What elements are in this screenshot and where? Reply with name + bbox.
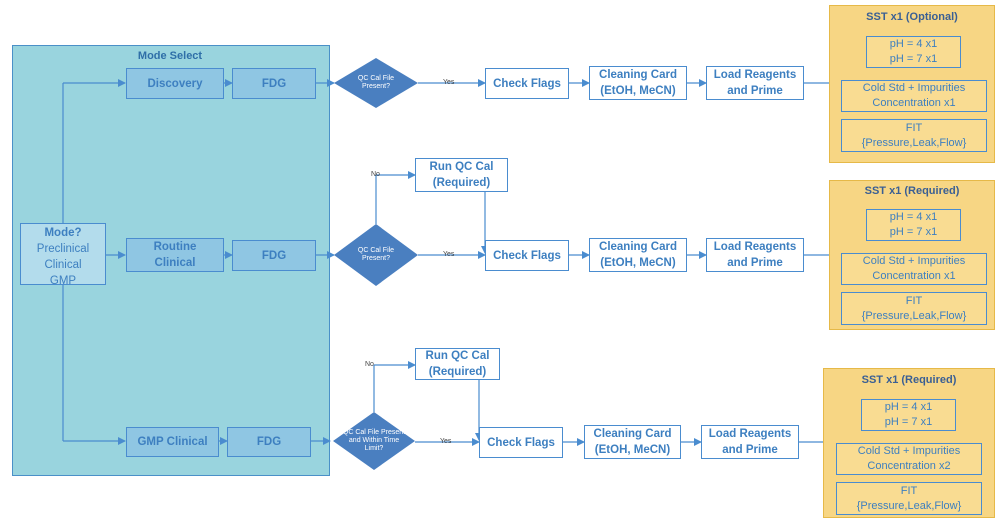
cleaning-line2: (EtOH, MeCN): [594, 444, 671, 456]
sst-title-2: SST x1 (Required): [864, 185, 960, 197]
load-reagents-box-2: Load Reagents and Prime: [706, 238, 804, 272]
sst-cold-std-box-1: Cold Std + Impurities Concentration x1: [841, 80, 987, 112]
cleaning-line2: (EtOH, MeCN): [600, 85, 676, 97]
fit-line1: FIT: [905, 294, 923, 307]
cleaning-card-box-1: Cleaning Card (EtOH, MeCN): [589, 66, 687, 100]
check-flags-box-2: Check Flags: [485, 240, 569, 271]
run-qc-cal-line1: Run QC Cal: [425, 350, 490, 362]
decision-diamond-3: [333, 412, 415, 470]
sst-fit-box-2: FIT {Pressure,Leak,Flow}: [841, 292, 987, 325]
ph-7-value: pH = 7 x1: [889, 53, 938, 65]
ph-4-value: pH = 4 x1: [889, 38, 938, 50]
run-qc-cal-box-2: Run QC Cal (Required): [415, 158, 508, 192]
run-qc-cal-line2: (Required): [428, 366, 487, 378]
cold-std-line1: Cold Std + Impurities: [862, 82, 966, 94]
ph-7-value: pH = 7 x1: [884, 416, 933, 428]
sst-title-3: SST x1 (Required): [861, 374, 957, 386]
load-line1: Load Reagents: [713, 241, 797, 253]
fit-line1: FIT: [905, 121, 923, 134]
mode-decision-box: Mode? Preclinical Clinical GMP: [20, 223, 106, 287]
check-flags-box-3: Check Flags: [479, 427, 563, 458]
edge-label-yes-2: Yes: [443, 251, 455, 258]
run-qc-cal-box-3: Run QC Cal (Required): [415, 348, 500, 380]
load-line1: Load Reagents: [708, 428, 792, 440]
check-flags-box-1: Check Flags: [485, 68, 569, 99]
cold-std-line2: Concentration x1: [872, 97, 956, 109]
cleaning-line2: (EtOH, MeCN): [600, 257, 676, 269]
mode-gmp-clinical-box: GMP Clinical: [126, 427, 219, 457]
load-line2: and Prime: [722, 444, 778, 456]
load-reagents-box-3: Load Reagents and Prime: [701, 425, 799, 459]
fdg-box-3: FDG: [227, 427, 311, 457]
edge-label-yes-1: Yes: [443, 79, 455, 86]
cleaning-line1: Cleaning Card: [593, 428, 672, 440]
cold-std-line2: Concentration x2: [867, 460, 951, 472]
load-reagents-box-1: Load Reagents and Prime: [706, 66, 804, 100]
sst-cold-std-box-2: Cold Std + Impurities Concentration x1: [841, 253, 987, 285]
ph-4-value: pH = 4 x1: [889, 211, 938, 223]
fit-line2: {Pressure,Leak,Flow}: [861, 309, 967, 322]
load-line2: and Prime: [727, 257, 783, 269]
fit-line2: {Pressure,Leak,Flow}: [856, 499, 962, 512]
sst-fit-box-3: FIT {Pressure,Leak,Flow}: [836, 482, 982, 515]
cold-std-line2: Concentration x1: [872, 270, 956, 282]
fit-line2: {Pressure,Leak,Flow}: [861, 136, 967, 149]
mode-title: Mode?: [44, 227, 82, 239]
ph-7-value: pH = 7 x1: [889, 226, 938, 238]
load-line2: and Prime: [727, 85, 783, 97]
edge-label-no-3: No: [365, 361, 374, 368]
sst-cold-std-box-3: Cold Std + Impurities Concentration x2: [836, 443, 982, 475]
sst-title-1: SST x1 (Optional): [866, 11, 958, 23]
ph-4-value: pH = 4 x1: [884, 401, 933, 413]
decision-diamond-1: [334, 58, 418, 108]
cleaning-line1: Cleaning Card: [599, 69, 677, 81]
run-qc-cal-line2: (Required): [432, 177, 491, 189]
mode-select-title: Mode Select: [137, 50, 203, 62]
decision-diamond-2: [334, 224, 418, 286]
mode-discovery-box: Discovery: [126, 68, 224, 99]
cleaning-card-box-3: Cleaning Card (EtOH, MeCN): [584, 425, 681, 459]
cold-std-line1: Cold Std + Impurities: [857, 445, 961, 457]
mode-option-gmp: GMP: [49, 275, 77, 287]
sst-ph-box-1: pH = 4 x1 pH = 7 x1: [866, 36, 961, 68]
run-qc-cal-line1: Run QC Cal: [429, 161, 494, 173]
sst-ph-box-3: pH = 4 x1 pH = 7 x1: [861, 399, 956, 431]
cleaning-line1: Cleaning Card: [599, 241, 677, 253]
mode-routine-clinical-box: Routine Clinical: [126, 238, 224, 272]
cold-std-line1: Cold Std + Impurities: [862, 255, 966, 267]
sst-ph-box-2: pH = 4 x1 pH = 7 x1: [866, 209, 961, 241]
fdg-box-1: FDG: [232, 68, 316, 99]
cleaning-card-box-2: Cleaning Card (EtOH, MeCN): [589, 238, 687, 272]
edge-label-yes-3: Yes: [440, 438, 452, 445]
decision-text-3: QC Cal File Present and Within Time Limi…: [342, 429, 406, 452]
decision-text-1: QC Cal File Present?: [357, 75, 395, 90]
edge-label-no-2: No: [371, 171, 380, 178]
fit-line1: FIT: [900, 484, 918, 497]
decision-text-2: QC Cal File Present?: [357, 247, 395, 262]
load-line1: Load Reagents: [713, 69, 797, 81]
mode-option-preclinical: Preclinical: [36, 243, 90, 255]
fdg-box-2: FDG: [232, 240, 316, 271]
sst-fit-box-1: FIT {Pressure,Leak,Flow}: [841, 119, 987, 152]
mode-option-clinical: Clinical: [44, 259, 82, 271]
